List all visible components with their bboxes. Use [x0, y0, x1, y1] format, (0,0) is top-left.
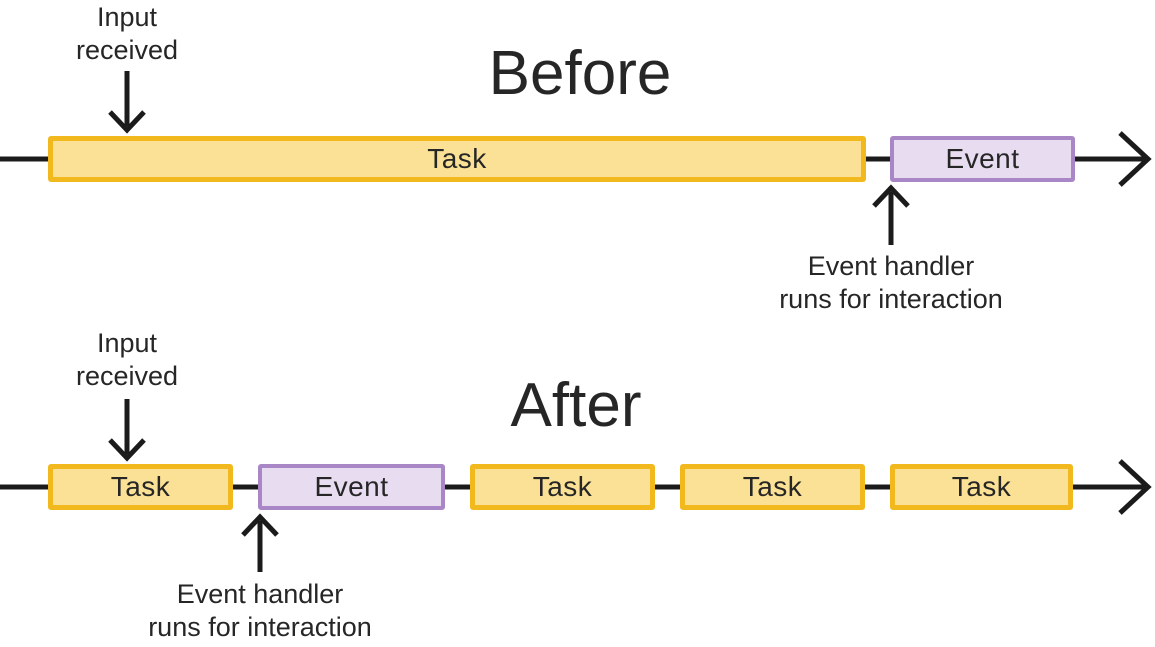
task-box: Task: [48, 136, 866, 182]
annot-line: received: [75, 361, 179, 391]
before-input-label: Input received: [27, 1, 227, 67]
box-label: Task: [742, 471, 803, 502]
box-label: Task: [532, 471, 593, 502]
after-input-arrow: [108, 399, 146, 462]
arrow-up-icon: [241, 513, 279, 537]
event-box: Event: [890, 136, 1075, 182]
before-title: Before: [488, 39, 672, 108]
after-title: After: [510, 371, 642, 440]
after-input-label: Input received: [27, 327, 227, 393]
before-handler-arrow: [872, 184, 910, 245]
annot-line: received: [75, 35, 179, 65]
arrow-up-icon: [872, 184, 910, 208]
annot-line: Input: [96, 2, 158, 32]
arrow-down-icon: [108, 110, 146, 134]
event-box: Event: [258, 464, 445, 510]
box-label: Event: [314, 471, 389, 502]
box-label: Task: [951, 471, 1012, 502]
annot-line: Event handler: [176, 579, 344, 609]
annot-line: Input: [96, 328, 158, 358]
before-input-arrow: [108, 71, 146, 134]
after-handler-label: Event handler runs for interaction: [99, 578, 421, 644]
task-box: Task: [470, 464, 655, 510]
arrow-right-icon: [1118, 131, 1152, 187]
annot-line: Event handler: [807, 251, 975, 281]
annot-line: runs for interaction: [148, 612, 372, 642]
task-box: Task: [680, 464, 865, 510]
box-label: Event: [945, 143, 1020, 174]
annot-line: runs for interaction: [779, 284, 1003, 314]
arrow-right-icon: [1118, 459, 1152, 515]
before-handler-label: Event handler runs for interaction: [730, 250, 1052, 316]
box-label: Task: [110, 471, 171, 502]
task-box: Task: [48, 464, 233, 510]
box-label: Task: [427, 143, 487, 174]
arrow-down-icon: [108, 438, 146, 462]
after-handler-arrow: [241, 513, 279, 572]
task-box: Task: [890, 464, 1073, 510]
